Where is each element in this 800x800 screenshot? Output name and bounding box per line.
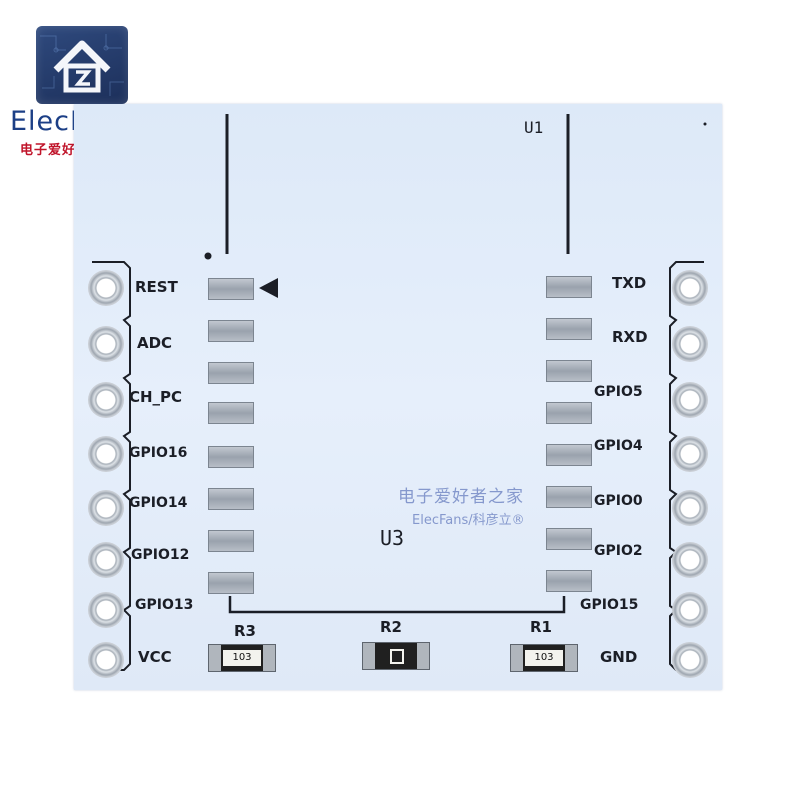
pin-label-rest: REST — [135, 278, 178, 296]
pin-label-gpio2: GPIO2 — [594, 543, 643, 559]
pin-label-txd: TXD — [612, 274, 647, 292]
chip-label: U3 — [380, 526, 405, 550]
pin-label-gpio15: GPIO15 — [580, 597, 639, 613]
pin-label-gpio0: GPIO0 — [594, 493, 643, 509]
smd-pad — [208, 488, 254, 510]
pin-hole-gpio13 — [88, 592, 124, 628]
pin-hole-adc — [88, 326, 124, 362]
pin-hole-gnd — [672, 642, 708, 678]
pin-label-adc: ADC — [137, 334, 173, 352]
pin-hole-gpio5 — [672, 382, 708, 418]
pin-hole-rxd — [672, 326, 708, 362]
smd-pad — [208, 362, 254, 384]
resistor-r3: 103 — [208, 644, 276, 672]
smd-pad — [208, 530, 254, 552]
pin-label-gpio16: GPIO16 — [129, 445, 188, 461]
module-label: U1 — [524, 118, 544, 137]
watermark-english: ElecFans/科彦立® — [412, 513, 525, 528]
elecfans-logo — [36, 26, 128, 104]
silkscreen-outlines — [92, 114, 707, 671]
pcb-board: U1 U3 REST ADC CH_PC GPIO16 GPIO14 GPIO1… — [74, 104, 722, 690]
smd-pad — [546, 486, 592, 508]
pin-label-gpio14: GPIO14 — [129, 495, 188, 511]
pin-label-gpio13: GPIO13 — [135, 597, 194, 613]
smd-pad — [546, 444, 592, 466]
smd-pad — [546, 360, 592, 382]
resistor-r1: 103 — [510, 644, 578, 672]
smd-pad — [546, 276, 592, 298]
resistor-label-r1: R1 — [530, 618, 552, 636]
resistor-label-r2: R2 — [380, 618, 402, 636]
pin-hole-txd — [672, 270, 708, 306]
watermark-chinese: 电子爱好者之家 — [398, 487, 524, 507]
smd-pad — [208, 446, 254, 468]
pin-hole-gpio16 — [88, 436, 124, 472]
pin-label-gpio12: GPIO12 — [131, 547, 190, 563]
smd-pad — [546, 318, 592, 340]
pin-hole-rest — [88, 270, 124, 306]
pin-label-gpio4: GPIO4 — [594, 438, 643, 454]
pin-label-ch-pc: CH_PC — [129, 388, 183, 406]
pin-hole-gpio12 — [88, 542, 124, 578]
pin-hole-gpio2 — [672, 542, 708, 578]
smd-pad — [208, 320, 254, 342]
smd-pad — [546, 402, 592, 424]
smd-pad — [208, 278, 254, 300]
resistor-code-r1: 103 — [525, 650, 563, 666]
pin-hole-gpio0 — [672, 490, 708, 526]
pin-hole-gpio14 — [88, 490, 124, 526]
smd-pad — [208, 402, 254, 424]
resistor-code-r3: 103 — [223, 650, 261, 666]
smd-pad — [546, 570, 592, 592]
pin-hole-gpio4 — [672, 436, 708, 472]
logo-house-icon — [40, 34, 124, 96]
pin-hole-gpio15 — [672, 592, 708, 628]
pin-label-rxd: RXD — [612, 328, 648, 346]
pin-hole-ch-pc — [88, 382, 124, 418]
smd-pad — [208, 572, 254, 594]
pin-label-vcc: VCC — [138, 648, 172, 666]
resistor-label-r3: R3 — [234, 622, 256, 640]
pin-hole-vcc — [88, 642, 124, 678]
resistor-r2 — [362, 642, 430, 670]
smd-pad — [546, 528, 592, 550]
pin-label-gpio5: GPIO5 — [594, 384, 643, 400]
pin-label-gnd: GND — [600, 648, 638, 666]
resistor-marking-r2 — [390, 649, 404, 664]
